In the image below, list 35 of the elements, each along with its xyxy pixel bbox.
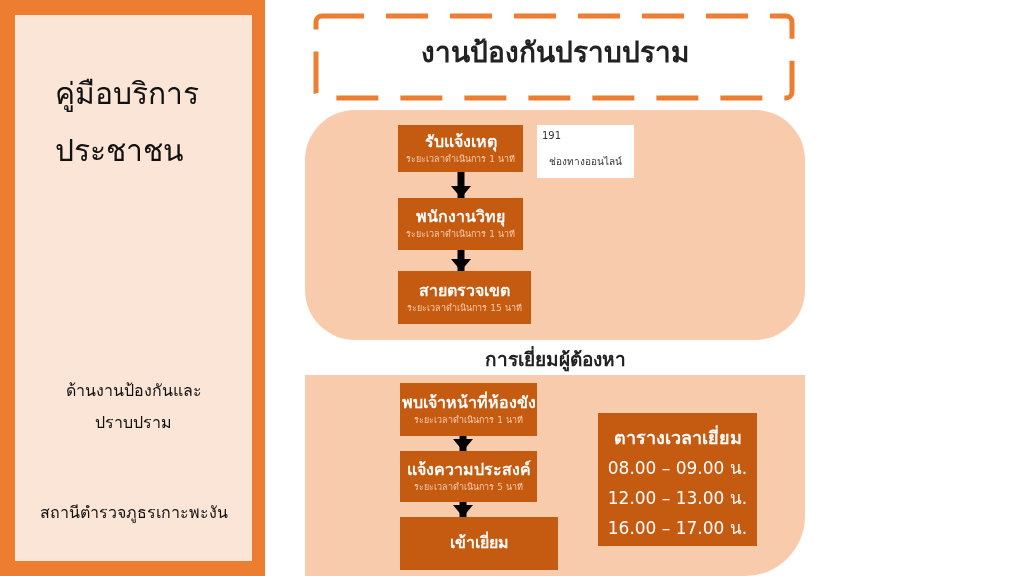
arrow (451, 172, 471, 198)
panel-subtitle: ด้านงานป้องกันและปราบปราม (64, 380, 203, 434)
time-slot: 12.00 – 13.00 น. (598, 483, 757, 513)
duration-text: ระยะเวลาดำเนินการ 1 นาที (406, 152, 515, 166)
process-box (400, 517, 558, 570)
duration-text: ระยะเวลาดำเนินการ 1 นาที (414, 413, 523, 427)
process-box (398, 271, 531, 324)
step-title: พบเจ้าหน้าที่ห้องขัง (401, 392, 536, 414)
section-heading: การเยี่ยมผู้ต้องหา (483, 345, 627, 374)
title: งานป้องกันปราบปราม (420, 35, 690, 71)
schedule-heading: ตารางเวลาเยี่ยม (612, 424, 743, 450)
process-box (400, 383, 537, 436)
note-box (537, 125, 634, 178)
schedule-box (598, 413, 757, 546)
step-title: รับแจ้งเหตุ (424, 131, 497, 153)
station-name: สถานีตำรวจภูธรเกาะพะงัน (38, 502, 229, 525)
process-box (400, 451, 537, 502)
step-title: เข้าเยี่ยม (449, 533, 509, 554)
arrow (453, 436, 473, 451)
note-text: ช่องทางออนไลน์ (548, 155, 623, 169)
arrow (453, 502, 473, 517)
duration-text: ระยะเวลาดำเนินการ 15 นาที (407, 301, 522, 315)
process-box (398, 198, 523, 250)
process-box (398, 125, 523, 172)
side-panel (15, 15, 252, 561)
duration-text: ระยะเวลาดำเนินการ 1 นาที (406, 228, 515, 241)
note-text: 191 (542, 129, 563, 143)
arrow (451, 250, 471, 271)
step-title: แจ้งความประสงค์ (406, 459, 531, 481)
time-slot: 08.00 – 09.00 น. (598, 453, 757, 483)
panel-heading: คู่มือบริการประชาชน (55, 75, 200, 170)
step-title: สายตรวจเขต (419, 280, 510, 302)
time-slot: 16.00 – 17.00 น. (598, 513, 757, 543)
step-title: พนักงานวิทยุ (416, 207, 505, 229)
duration-text: ระยะเวลาดำเนินการ 5 นาที (414, 480, 523, 494)
